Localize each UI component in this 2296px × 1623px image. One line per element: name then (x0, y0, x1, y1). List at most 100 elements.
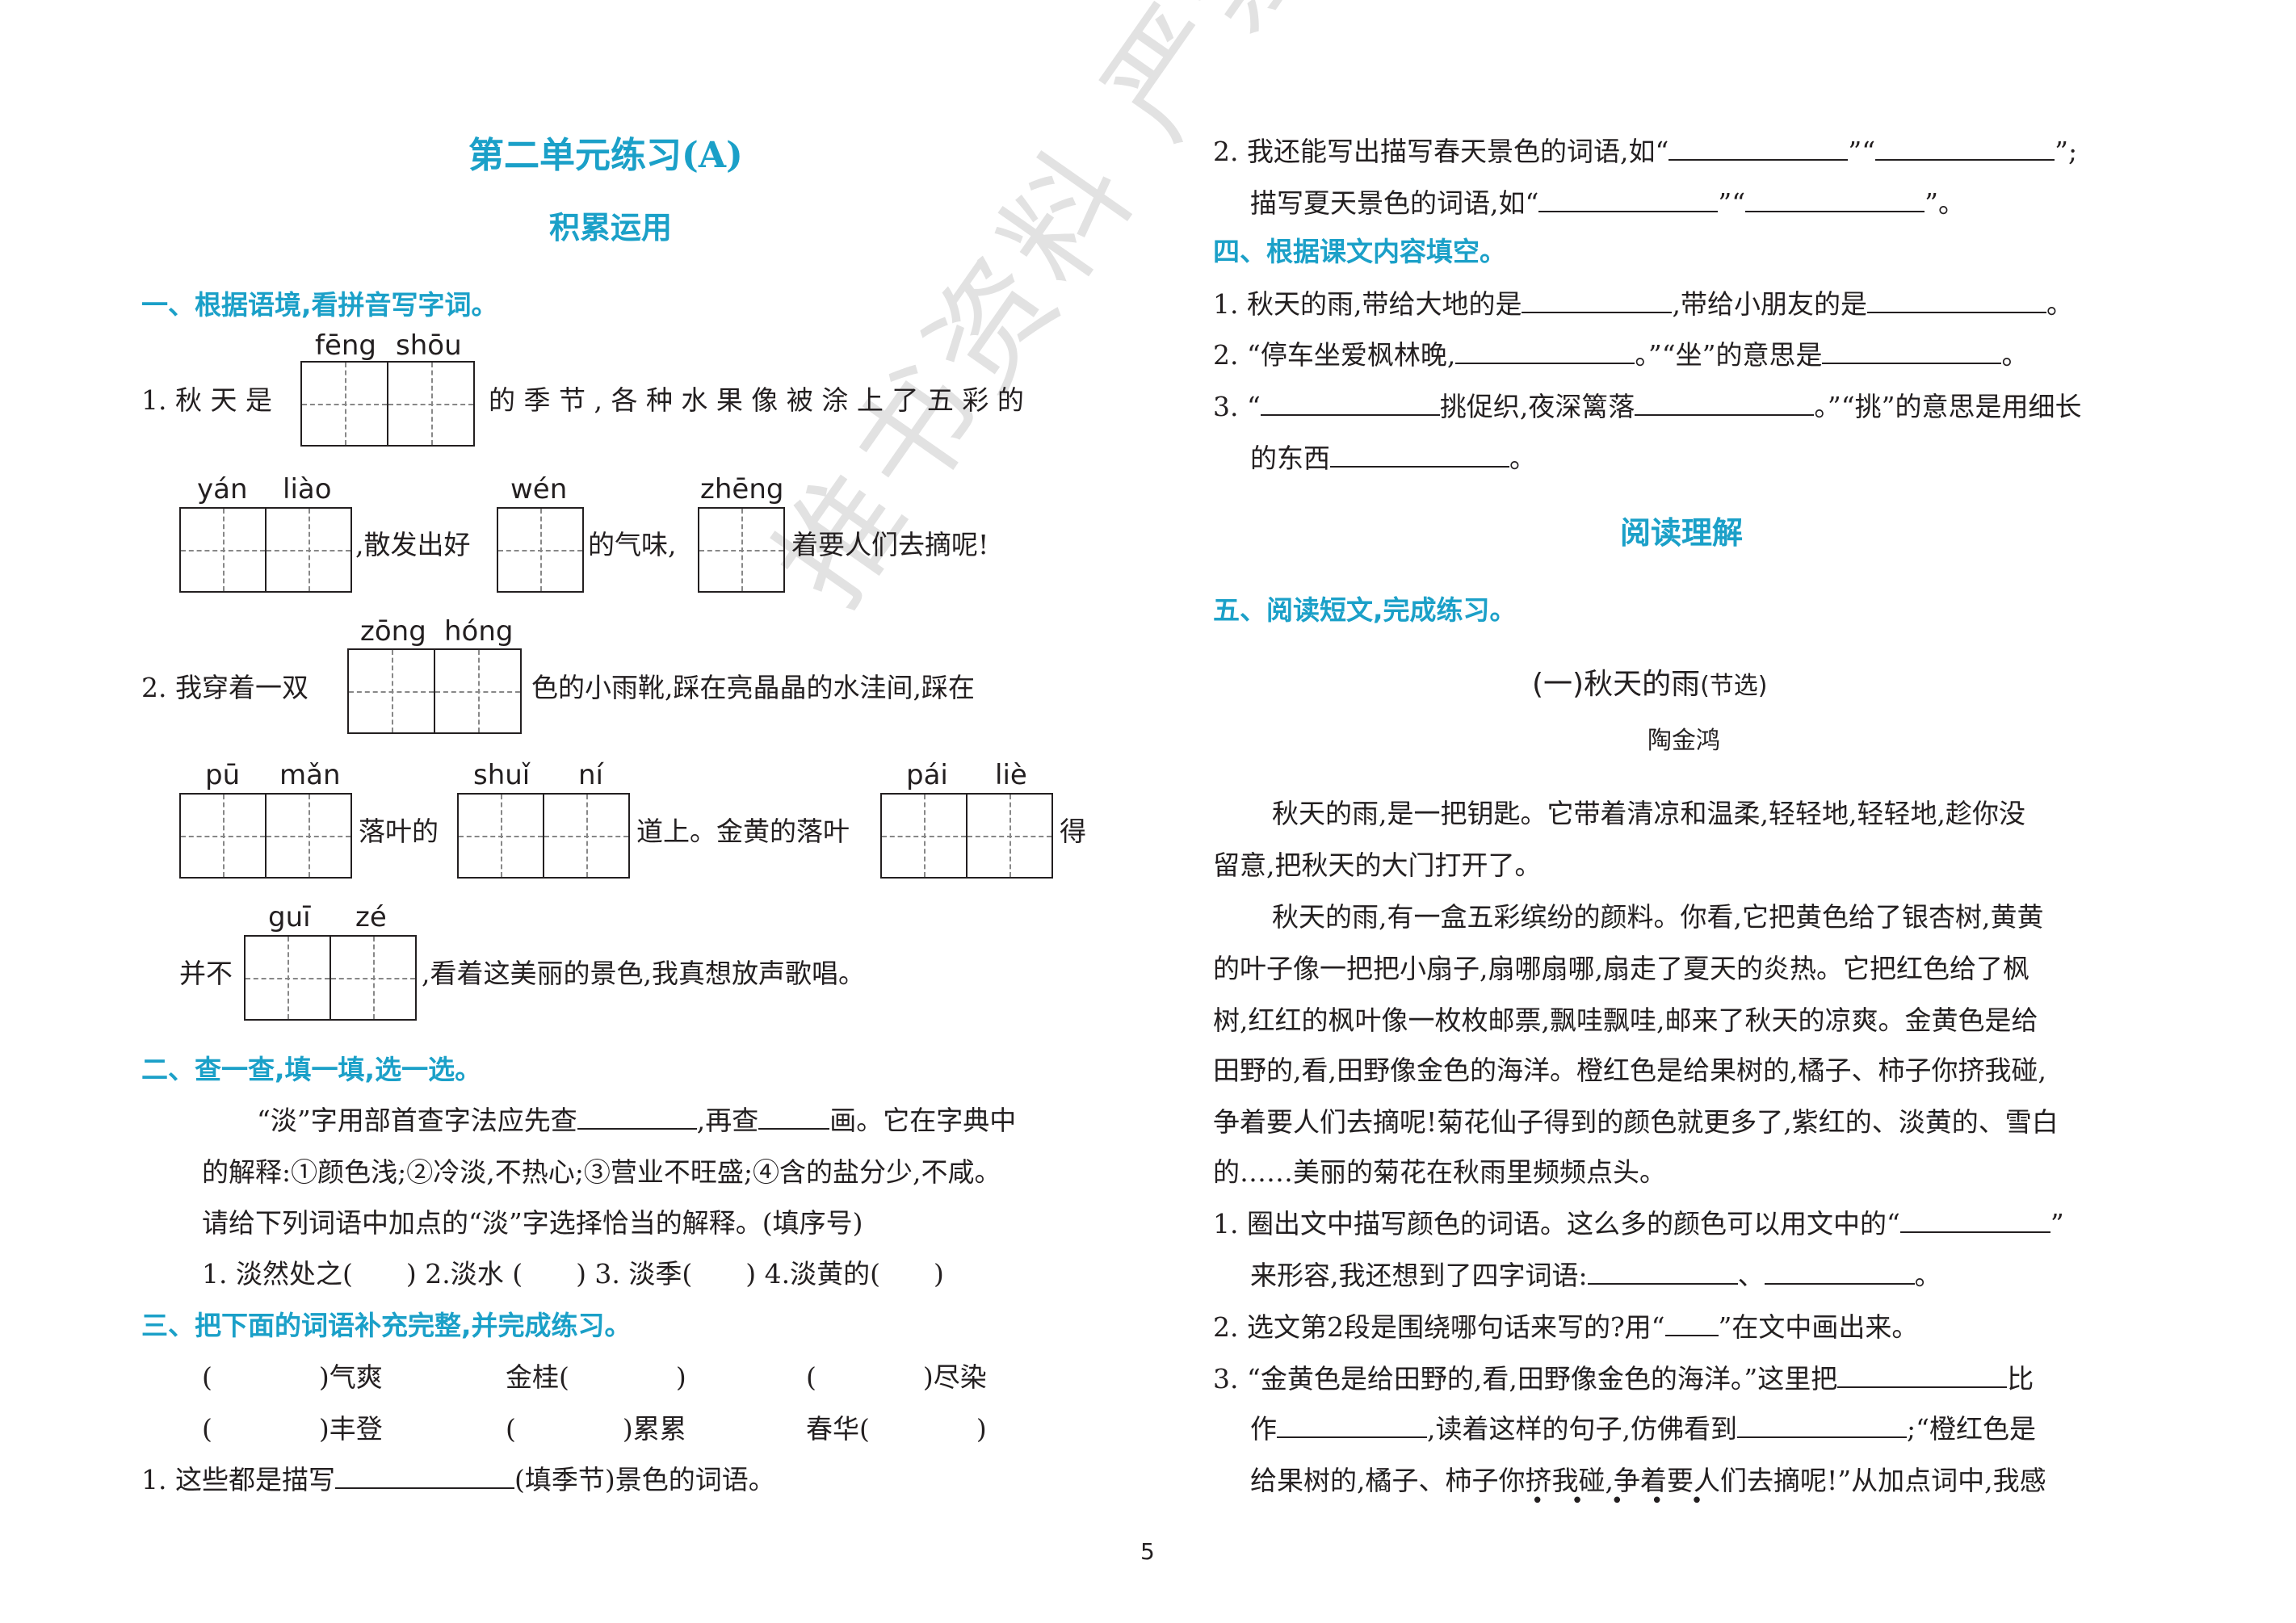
blank-gift-earth[interactable] (1522, 289, 1673, 313)
answer-box-zheng[interactable] (698, 507, 785, 593)
q1-sentence2-mid: 色的小雨靴,踩在亮晶晶的水洼间,踩在 (531, 672, 975, 703)
q3-sub2-f: ”。 (1925, 187, 1965, 219)
q4-2-b: 。”“坐”的意思是 (1635, 339, 1823, 371)
q1-sentence1-d: 着要人们去摘呢! (791, 529, 989, 560)
section-heading-reading: 阅读理解 (1620, 515, 1744, 551)
question-4-heading: 四、根据课文内容填空。 (1213, 236, 1506, 267)
blank-meaning-zuo[interactable] (1822, 340, 2002, 364)
pinyin-pu: pū (205, 759, 241, 791)
q3-word3[interactable]: ( )尽染 (806, 1361, 987, 1393)
blank-poem-start[interactable] (1260, 392, 1440, 416)
blank-season[interactable] (334, 1465, 514, 1489)
pinyin-shui: shuǐ (473, 759, 531, 791)
article-author: 陶金鸿 (1647, 727, 1720, 755)
q3-word6[interactable]: 春华( ) (806, 1413, 987, 1445)
q1-sentence2-d: 得 (1060, 816, 1086, 847)
reading-q3-line3: 给果树的,橘子、柿子你挤我碰,争着要人们去摘呢!”从加点词中,我感 (1250, 1465, 2046, 1496)
q1-sentence1-start: 1. 秋 天 是 (141, 384, 272, 416)
answer-box-puman[interactable] (179, 793, 352, 879)
q4-item2: 2. “停车坐爱枫林晚,。”“坐”的意思是。 (1213, 339, 2028, 371)
blank-stroke-count[interactable] (758, 1105, 830, 1130)
q4-3-e: 。 (1509, 442, 1536, 474)
blank-summer-2[interactable] (1745, 188, 1925, 212)
q1-sentence1-b: ,散发出好 (355, 529, 471, 560)
r2-a: 2. 选文第2段是围绕哪句话来写的?用“ (1213, 1311, 1665, 1343)
q3-sub2-e: ”“ (1718, 187, 1746, 219)
page-title: 第二单元练习(A) (468, 135, 743, 176)
paragraph-2-line1: 秋天的雨,有一盒五彩缤纷的颜料。你看,它把黄色给了银杏树,黄黄 (1272, 901, 2044, 933)
q1-sentence2-f: ,看着这美丽的景色,我真想放声歌唱。 (422, 958, 865, 989)
page-number: 5 (1140, 1538, 1155, 1565)
paragraph-2-line6: 的……美丽的菊花在秋雨里频频点头。 (1213, 1156, 1666, 1188)
article-title-text: (一)秋天的雨 (1532, 668, 1701, 701)
r1-c: 来形容,我还想到了四字词语: (1250, 1260, 1588, 1291)
pinyin-ze: zé (355, 901, 387, 933)
answer-box-zonghong[interactable] (347, 648, 522, 734)
pinyin-feng: fēng (315, 329, 377, 362)
blank-idiom-1[interactable] (1587, 1260, 1738, 1285)
pinyin-shou: shōu (396, 329, 462, 362)
answer-box-yanliao[interactable] (179, 507, 352, 593)
r2-b: ”在文中画出来。 (1718, 1311, 1919, 1343)
r1-a: 1. 圈出文中描写颜色的词语。这么多的颜色可以用文中的“ (1213, 1208, 1900, 1239)
blank-spring-1[interactable] (1668, 136, 1849, 161)
blank-color-word[interactable] (1899, 1209, 2050, 1233)
article-title-note: (节选) (1700, 672, 1768, 700)
q2-line4: 1. 淡然处之( ) 2.淡水 ( ) 3. 淡季( ) 4.淡黄的( ) (202, 1258, 944, 1290)
q4-1-c: 。 (2046, 288, 2073, 320)
paragraph-1-line2: 留意,把秋天的大门打开了。 (1213, 849, 1542, 881)
blank-meaning-tiao[interactable] (1330, 443, 1509, 468)
answer-box-wen[interactable] (497, 507, 584, 593)
q3-sub1: 1. 这些都是描写(填季节)景色的词语。 (141, 1464, 775, 1496)
r3-a: 3. “金黄色是给田野的,看,田野像金色的海洋。”这里把 (1213, 1363, 1838, 1394)
q2-line1-c: 画。它在字典中 (829, 1105, 1017, 1136)
q3-word4[interactable]: ( )丰登 (202, 1413, 383, 1445)
pinyin-wen: wén (510, 473, 568, 505)
blank-imagine[interactable] (1736, 1414, 1907, 1438)
q2-line1-b: ,再查 (696, 1105, 759, 1136)
blank-poem-end[interactable] (1635, 392, 1815, 416)
q3-sub2-d: 描写夏天景色的词语,如“ (1250, 187, 1539, 219)
pinyin-yan: yán (197, 473, 248, 505)
q3-sub2-a: 2. 我还能写出描写春天景色的词语,如“ (1213, 136, 1669, 167)
question-3-heading: 三、把下面的词语补充完整,并完成练习。 (141, 1310, 632, 1341)
q1-sentence1-mid: 的 季 节 , 各 种 水 果 像 被 涂 上 了 五 彩 的 (489, 384, 1024, 416)
r1-d: 、 (1737, 1260, 1765, 1291)
answer-box-guize[interactable] (244, 935, 417, 1021)
q1-sentence2-start: 2. 我穿着一双 (141, 672, 309, 703)
blank-idiom-2[interactable] (1764, 1260, 1915, 1285)
answer-box-shuini[interactable] (457, 793, 630, 879)
blank-compare-from[interactable] (1837, 1364, 2008, 1388)
reading-q2: 2. 选文第2段是围绕哪句话来写的?用“ ”在文中画出来。 (1213, 1311, 1918, 1344)
q4-item3: 3. “挑促织,夜深篱落。”“挑”的意思是用细长 (1213, 391, 2081, 423)
question-1-heading: 一、根据语境,看拼音写字词。 (141, 289, 498, 321)
q4-2-a: 2. “停车坐爱枫林晚, (1213, 339, 1456, 371)
blank-poem-line[interactable] (1455, 340, 1635, 364)
q3-sub2-line1: 2. 我还能写出描写春天景色的词语,如“”“”; (1213, 136, 2077, 168)
question-5-heading: 五、阅读短文,完成练习。 (1213, 594, 1517, 626)
emphasis-dots: ••••• (1531, 1489, 1731, 1513)
q3-word5[interactable]: ( )累累 (506, 1413, 686, 1445)
pinyin-ni: ní (578, 759, 603, 791)
reading-q1-line1: 1. 圈出文中描写颜色的词语。这么多的颜色可以用文中的“ ” (1213, 1208, 2064, 1240)
answer-box-pailie[interactable] (880, 793, 1053, 879)
blank-radical[interactable] (577, 1105, 697, 1130)
blank-summer-1[interactable] (1538, 188, 1719, 212)
pinyin-gui: guī (268, 901, 311, 933)
pinyin-liao: liào (283, 473, 332, 505)
blank-spring-2[interactable] (1875, 136, 2055, 161)
paragraph-2-line5: 争着要人们去摘呢!菊花仙子得到的颜色就更多了,紫红的、淡黄的、雪白 (1213, 1106, 2059, 1138)
reading-q3-line1: 3. “金黄色是给田野的,看,田野像金色的海洋。”这里把 比 (1213, 1363, 2034, 1395)
r3-b: 比 (2007, 1363, 2034, 1394)
q4-3-a: 3. “ (1213, 391, 1261, 422)
q2-line1-a: “淡”字用部首查字法应先查 (257, 1105, 577, 1136)
q3-word2[interactable]: 金桂( ) (506, 1361, 686, 1393)
r1-b: ” (2050, 1208, 2064, 1239)
blank-compare-to[interactable] (1277, 1414, 1427, 1438)
q3-word1[interactable]: ( )气爽 (202, 1361, 383, 1393)
paragraph-2-line3: 树,红红的枫叶像一枚枚邮票,飘哇飘哇,邮来了秋天的凉爽。金黄色是给 (1213, 1004, 2038, 1036)
blank-gift-children[interactable] (1866, 289, 2046, 313)
q3-sub1-a: 1. 这些都是描写 (141, 1464, 335, 1495)
answer-box-fengshou[interactable] (300, 361, 475, 447)
article-title: (一)秋天的雨(节选) (1532, 669, 1768, 702)
